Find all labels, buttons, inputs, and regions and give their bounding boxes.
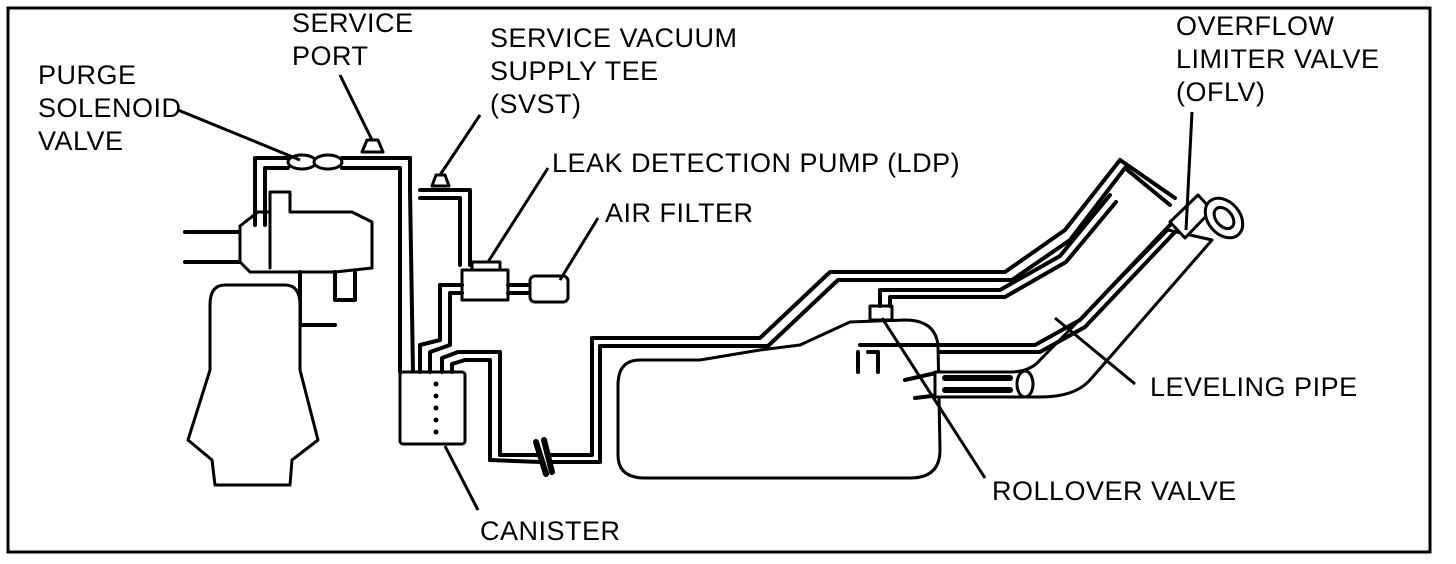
fuel-tank bbox=[616, 318, 942, 480]
rollover-valve bbox=[868, 193, 1118, 322]
leak-detection-pump bbox=[438, 260, 532, 332]
label-service-port: SERVICE PORT bbox=[292, 8, 422, 71]
label-canister: CANISTER bbox=[480, 516, 621, 546]
purge-to-canister-hose bbox=[398, 156, 415, 374]
leader-rollover-valve bbox=[880, 317, 987, 479]
service-port bbox=[360, 138, 385, 154]
label-leveling-pipe: LEVELING PIPE bbox=[1150, 372, 1358, 402]
leveling-pipe bbox=[1118, 158, 1177, 207]
purge-solenoid-valve bbox=[253, 153, 412, 227]
leader-service-port bbox=[338, 74, 374, 141]
label-purge-solenoid-valve: PURGE SOLENOID VALVE bbox=[38, 60, 190, 156]
air-filter bbox=[528, 274, 570, 304]
label-ldp: LEAK DETECTION PUMP (LDP) bbox=[552, 148, 960, 178]
leader-canister bbox=[443, 445, 480, 511]
filler-neck bbox=[933, 223, 1214, 399]
svst-tee bbox=[418, 173, 472, 267]
label-rollover-valve: ROLLOVER VALVE bbox=[992, 476, 1237, 506]
canister-to-tank-hose bbox=[488, 158, 1127, 477]
oflv-valve bbox=[1168, 193, 1245, 240]
engine-intake-manifold bbox=[183, 190, 374, 487]
diagram-border bbox=[6, 6, 1432, 554]
canister bbox=[398, 328, 502, 462]
leader-leveling-pipe bbox=[1054, 316, 1136, 386]
leader-air-filter bbox=[558, 217, 600, 281]
leader-svst bbox=[438, 114, 482, 176]
leader-ldp bbox=[486, 167, 550, 263]
leader-oflv bbox=[1184, 111, 1194, 231]
label-svst: SERVICE VACUUM SUPPLY TEE (SVST) bbox=[490, 23, 746, 119]
label-air-filter: AIR FILTER bbox=[605, 198, 754, 228]
label-oflv: OVERFLOW LIMITER VALVE (OFLV) bbox=[1176, 11, 1388, 107]
leader-purge-solenoid bbox=[177, 108, 301, 162]
